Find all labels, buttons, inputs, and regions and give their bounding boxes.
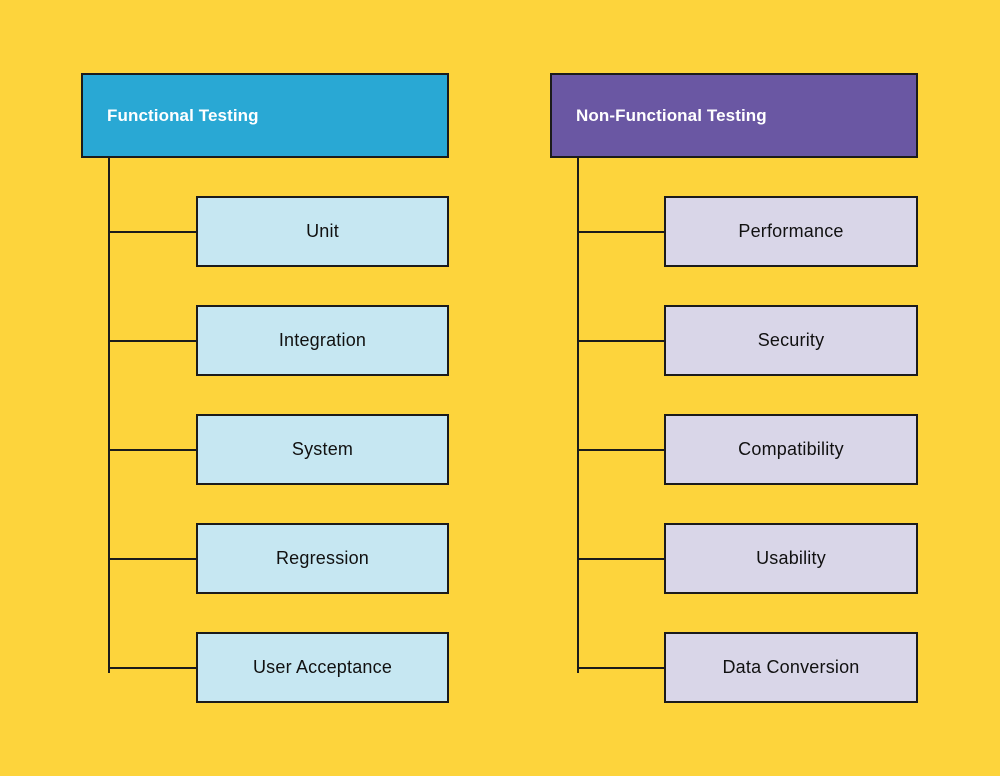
node-box-user-acceptance[interactable]: User Acceptance bbox=[196, 632, 449, 703]
connector-branch-integration bbox=[108, 340, 196, 342]
connector-branch-unit bbox=[108, 231, 196, 233]
connector-branch-security bbox=[577, 340, 664, 342]
node-label-compatibility: Compatibility bbox=[738, 439, 844, 459]
header-label-functional-testing: Functional Testing bbox=[107, 105, 259, 125]
node-box-performance[interactable]: Performance bbox=[664, 196, 918, 267]
column-functional-testing: Functional Testing Unit Integration Syst… bbox=[0, 0, 470, 776]
node-label-regression: Regression bbox=[275, 548, 370, 568]
connector-branch-performance bbox=[577, 231, 664, 233]
node-label-usability: Usability bbox=[756, 548, 826, 568]
node-label-performance: Performance bbox=[738, 221, 844, 241]
node-box-integration[interactable]: Integration bbox=[196, 305, 449, 376]
node-label-security: Security bbox=[757, 330, 825, 350]
node-box-unit[interactable]: Unit bbox=[196, 196, 449, 267]
node-label-user-acceptance: User Acceptance bbox=[252, 657, 393, 677]
header-box-functional-testing[interactable]: Functional Testing bbox=[81, 73, 449, 158]
connector-trunk-non-functional bbox=[577, 158, 579, 673]
node-label-data-conversion: Data Conversion bbox=[722, 657, 860, 677]
connector-branch-data-conversion bbox=[577, 667, 664, 669]
node-box-compatibility[interactable]: Compatibility bbox=[664, 414, 918, 485]
node-box-regression[interactable]: Regression bbox=[196, 523, 449, 594]
node-box-data-conversion[interactable]: Data Conversion bbox=[664, 632, 918, 703]
node-box-usability[interactable]: Usability bbox=[664, 523, 918, 594]
node-box-security[interactable]: Security bbox=[664, 305, 918, 376]
connector-branch-regression bbox=[108, 558, 196, 560]
connector-trunk-functional bbox=[108, 158, 110, 673]
column-non-functional-testing: Non-Functional Testing Performance Secur… bbox=[469, 0, 939, 776]
node-label-integration: Integration bbox=[278, 330, 367, 350]
connector-branch-usability bbox=[577, 558, 664, 560]
connector-branch-user-acceptance bbox=[108, 667, 196, 669]
node-box-system[interactable]: System bbox=[196, 414, 449, 485]
connector-branch-compatibility bbox=[577, 449, 664, 451]
connector-branch-system bbox=[108, 449, 196, 451]
header-box-non-functional-testing[interactable]: Non-Functional Testing bbox=[550, 73, 918, 158]
node-label-unit: Unit bbox=[306, 221, 339, 241]
header-label-non-functional-testing: Non-Functional Testing bbox=[576, 105, 767, 125]
node-label-system: System bbox=[291, 439, 354, 459]
